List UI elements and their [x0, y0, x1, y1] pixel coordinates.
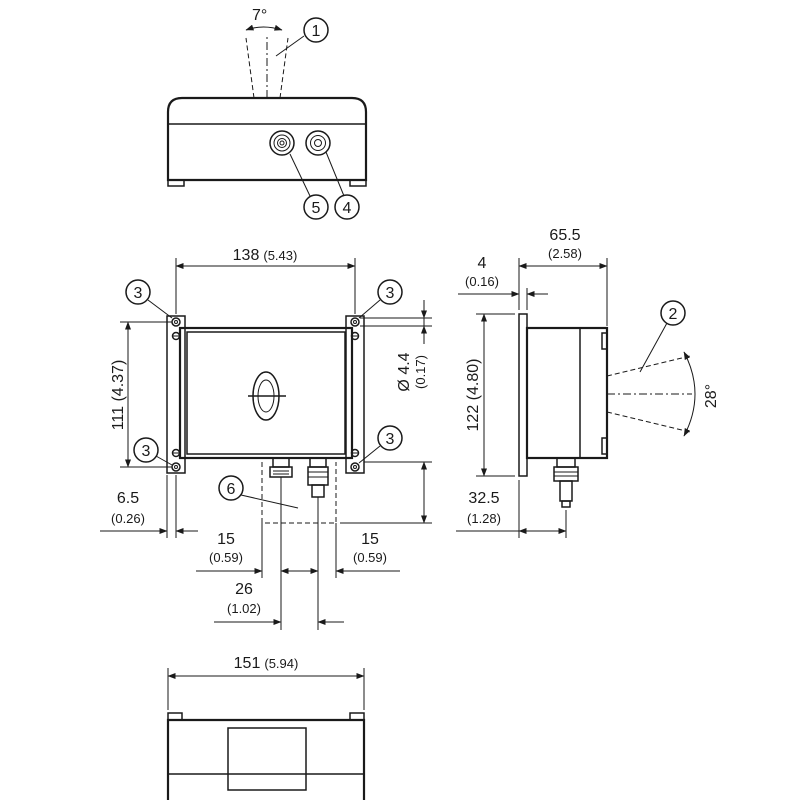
angle-28-label: 28° — [703, 384, 720, 408]
callout-3-tr-label: 3 — [386, 285, 395, 302]
dim-4-main: 4 — [478, 255, 487, 272]
flange-right — [345, 315, 365, 474]
bottom-label-plate — [227, 727, 307, 791]
dim-138-label: 138(5.43) — [233, 247, 298, 264]
dim-6-5-main: 6.5 — [117, 490, 139, 507]
front-lid — [186, 331, 346, 455]
mount-hole-tr-icon — [350, 317, 360, 327]
bottom-view: 151(5.94) — [166, 655, 366, 800]
dim-15-left-main: 15 — [217, 531, 235, 548]
callout-6-label: 6 — [227, 481, 236, 498]
angle-7-arc — [245, 24, 283, 31]
dim-hole-label: Ø 4.4(0.17) — [396, 352, 428, 391]
callout-3-bl-circle — [133, 437, 159, 463]
top-view-foot-right — [349, 179, 367, 187]
callout-1-leader — [275, 35, 305, 57]
front-view: 138(5.43) 111 (4.37) Ø 4.4(0.17) 6.5 (0.… — [100, 247, 432, 630]
dim-4-inch: (0.16) — [465, 274, 499, 289]
connector-front-right-icon — [307, 457, 329, 498]
callout-3-bl-label: 3 — [142, 443, 151, 460]
side-housing — [525, 326, 609, 460]
dim-15-right-main: 15 — [361, 531, 379, 548]
dim-151-label: 151(5.94) — [234, 655, 299, 672]
dim-15-right-inch: (0.59) — [353, 550, 387, 565]
connector-front-left-icon — [269, 457, 293, 478]
screw-bl-icon — [171, 448, 181, 458]
callout-4-label: 4 — [343, 200, 352, 217]
beam-edge-right — [279, 37, 289, 99]
dim-65-5-inch: (2.58) — [548, 246, 582, 261]
callout-1-label: 1 — [312, 23, 321, 40]
side-connector-icon — [553, 457, 579, 508]
dim-6-5-inch: (0.26) — [111, 511, 145, 526]
callout-3-tr-circle — [377, 279, 403, 305]
angle-28-arc — [683, 351, 696, 437]
top-view: 7° 1 5 4 — [166, 7, 368, 220]
side-hinge-top — [601, 332, 608, 350]
side-beam-edge-top — [606, 355, 691, 377]
angle-7-label: 7° — [252, 7, 267, 24]
mount-hole-bl-icon — [171, 462, 181, 472]
dim-26-inch: (1.02) — [227, 601, 261, 616]
callout-4-leader — [325, 151, 345, 197]
cable-clearance-zone — [261, 462, 337, 524]
beam-edge-left — [245, 37, 255, 99]
dim-122-label: 122 (4.80) — [465, 359, 482, 432]
side-hinge-bottom — [601, 437, 608, 455]
top-view-foot-left — [167, 179, 185, 187]
callout-5-leader — [289, 153, 311, 197]
flange-left — [166, 315, 186, 474]
connector-4-icon — [305, 130, 331, 156]
screw-br-icon — [350, 448, 360, 458]
dim-65-5-main: 65.5 — [549, 227, 580, 244]
dim-26-main: 26 — [235, 581, 253, 598]
callout-2-leader — [639, 322, 668, 373]
callout-6-circle — [218, 475, 244, 501]
bottom-housing — [166, 718, 366, 800]
callout-4-circle — [334, 194, 360, 220]
connector-5-icon — [269, 130, 295, 156]
callout-5-label: 5 — [312, 200, 321, 217]
callout-2-circle — [660, 300, 686, 326]
callout-1-circle — [303, 17, 329, 43]
dim-15-left-inch: (0.59) — [209, 550, 243, 565]
callout-3-tl-circle — [125, 279, 151, 305]
dim-111-label: 111 (4.37) — [110, 360, 127, 431]
mount-hole-tl-icon — [171, 317, 181, 327]
top-view-housing — [166, 96, 368, 182]
callout-3-br-circle — [377, 425, 403, 451]
callout-5-circle — [303, 194, 329, 220]
callout-3-br-label: 3 — [386, 431, 395, 448]
side-beam-edge-bottom — [606, 411, 691, 433]
side-view: 28° 2 65.5 (2.58) 4 (0.16) 122 (4.80) 32… — [456, 227, 720, 538]
dim-32-5-inch: (1.28) — [467, 511, 501, 526]
screw-tr-icon — [350, 331, 360, 341]
mount-hole-br-icon — [350, 462, 360, 472]
side-flange — [518, 313, 528, 477]
front-housing — [178, 326, 354, 460]
callout-2-label: 2 — [669, 306, 678, 323]
optical-axis-symbol-icon — [248, 371, 286, 421]
callout-3-tl-label: 3 — [134, 285, 143, 302]
dim-32-5-main: 32.5 — [468, 490, 499, 507]
screw-tl-icon — [171, 331, 181, 341]
